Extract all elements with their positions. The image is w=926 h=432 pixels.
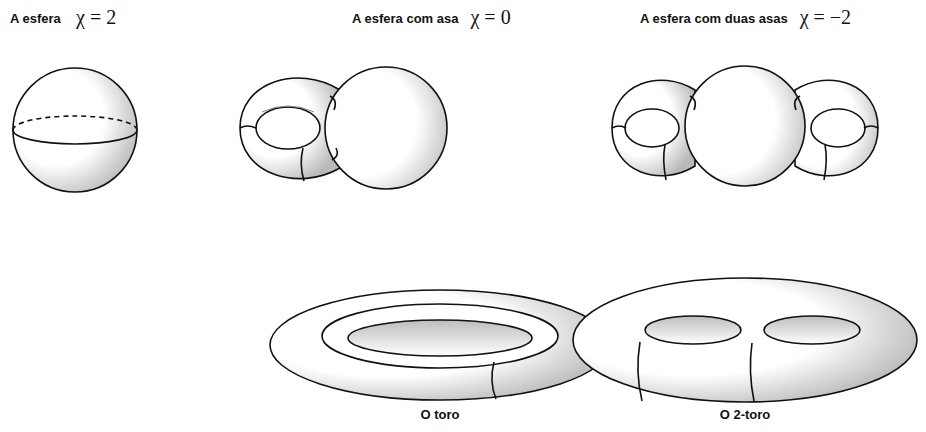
handle-hole [625,109,679,147]
handle-hole [256,107,320,149]
sphere-outline [325,67,447,189]
handle-tube [612,80,695,176]
surface-name: O toro [421,408,460,423]
sphere-outline [685,66,805,186]
handle-inner-rim [262,106,314,112]
euler-characteristic: χ = −2 [800,6,851,29]
sphere-with-two-handles [612,66,878,186]
sphere-with-handle [240,67,447,189]
surface-title: A esfera com asa [352,12,458,27]
equator-front [13,130,137,144]
torus-hole [348,320,532,356]
torus [270,290,610,400]
surface-drawings [13,66,917,402]
double-torus-hole [645,316,741,344]
handle-joint [330,96,335,110]
handle-hole [811,109,865,147]
handle-meridian [240,126,256,128]
euler-characteristic: χ = 2 [76,6,116,29]
euler-characteristic: χ = 0 [470,6,510,29]
double-torus-meridian [750,343,754,401]
torus-outline [270,290,610,400]
torus-inner-rim [322,304,558,368]
torus-meridian [492,362,496,399]
surface-title: A esfera com duas asas [640,12,788,27]
handle-meridian [864,126,878,128]
handle-joint [795,96,800,110]
equator-back [13,116,137,130]
sphere-outline [13,68,137,192]
surface-title: A esfera [10,12,61,27]
handle-joint [690,96,695,110]
double-torus [573,278,917,402]
double-torus-hole [764,316,860,344]
handle-meridian [301,148,304,181]
double-torus-meridian [638,342,642,401]
handle-joint [332,148,337,160]
handle-meridian [664,145,666,180]
sphere [13,68,137,192]
handle-meridian [824,145,826,180]
surface-name: O 2-toro [720,408,771,423]
handle-meridian [612,126,626,128]
double-torus-outline [573,278,917,402]
handle-tube [795,80,878,176]
